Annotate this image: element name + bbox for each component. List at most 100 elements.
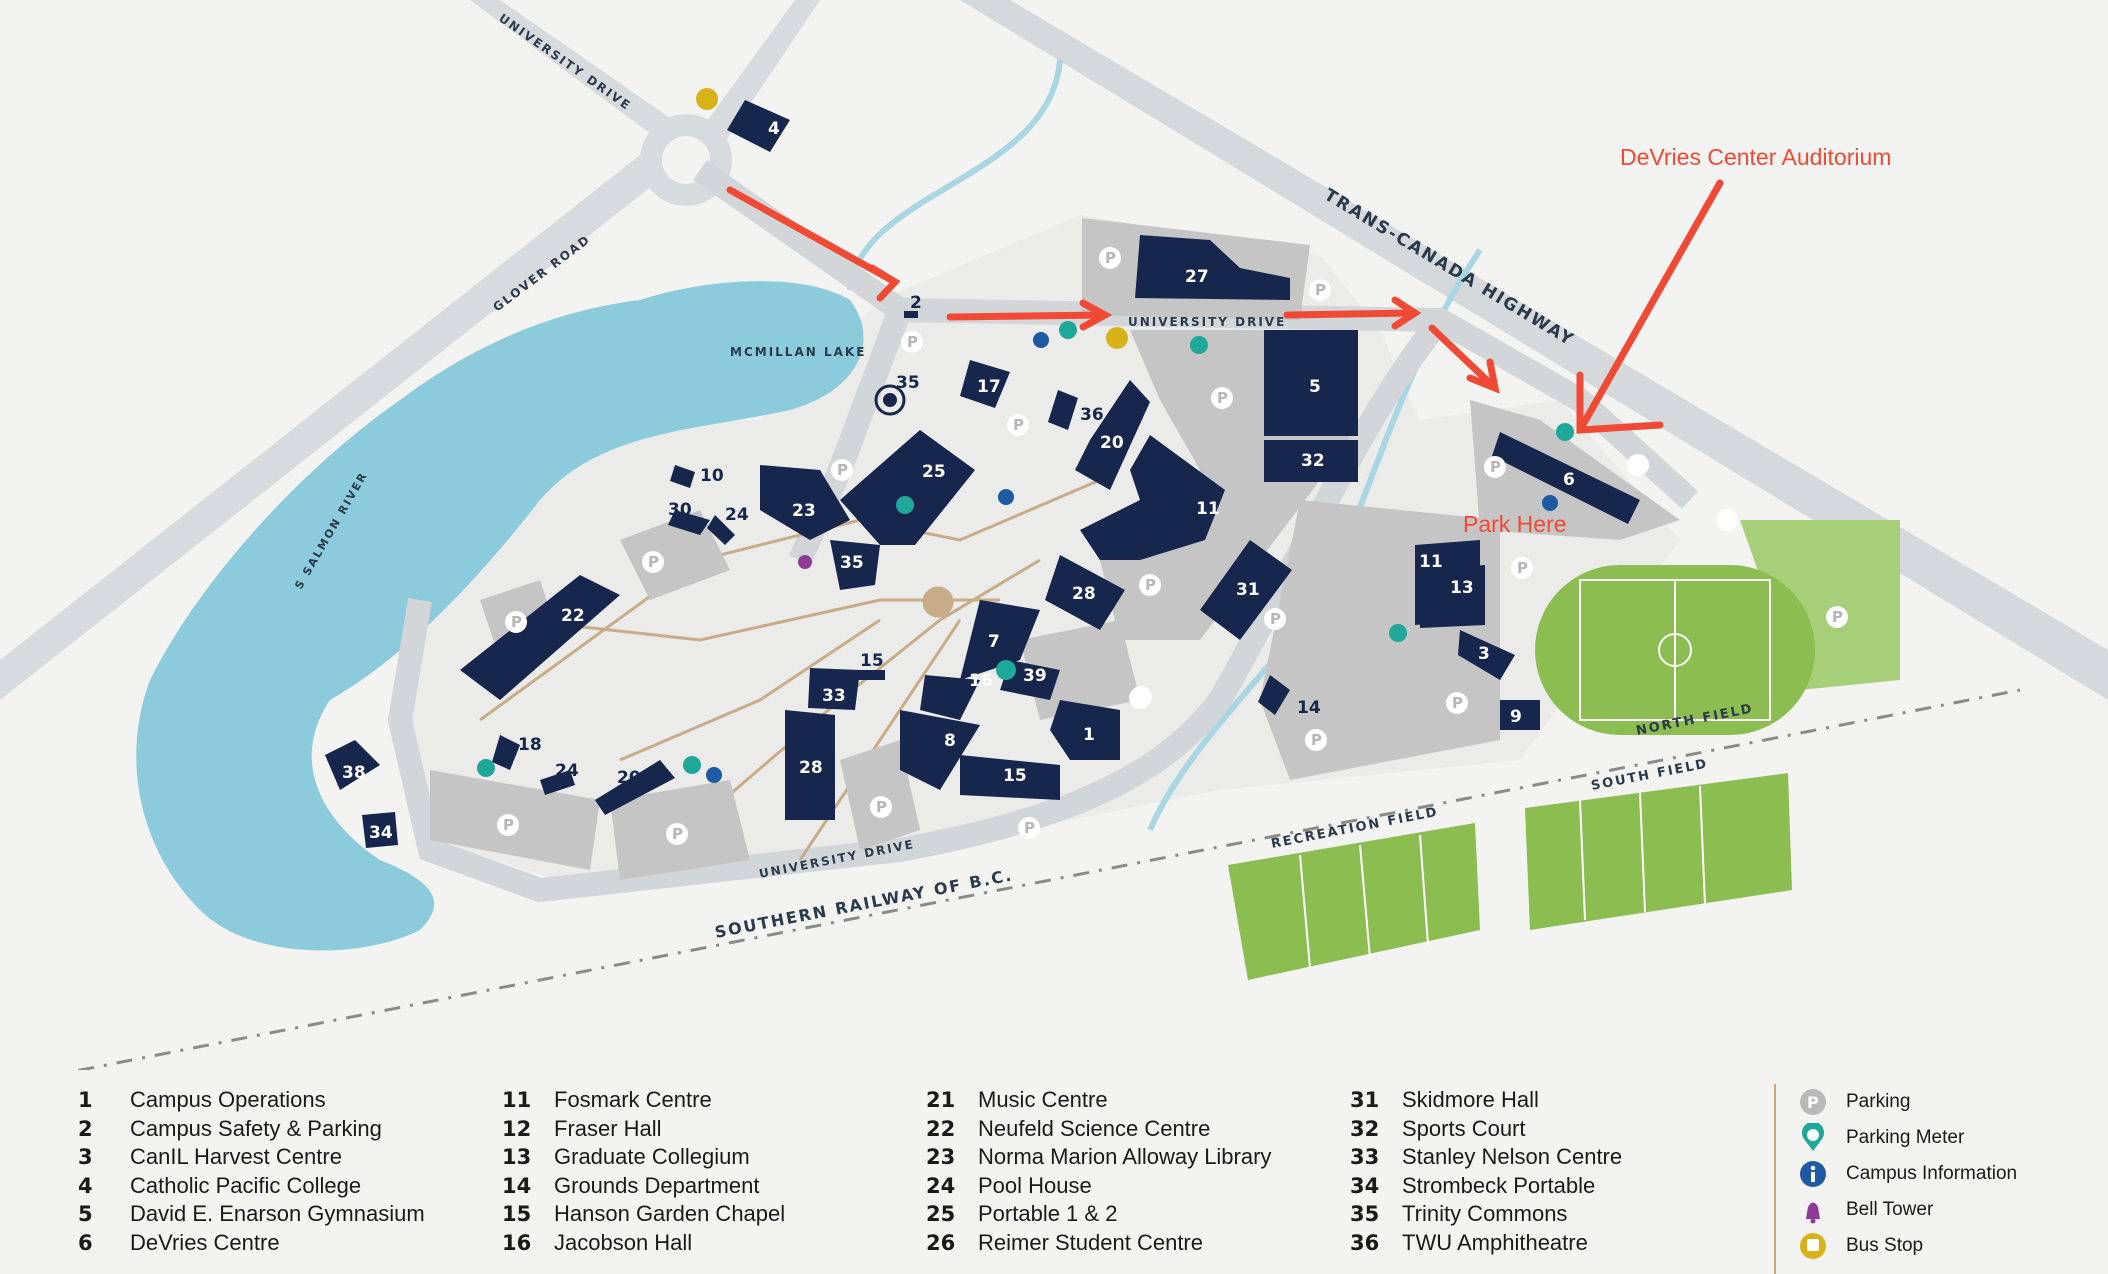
- building-30: [668, 510, 710, 535]
- building-35: [830, 540, 880, 590]
- building-label: 9: [1510, 707, 1522, 727]
- building-label: 36: [1080, 405, 1104, 425]
- river: [847, 59, 1063, 291]
- building-label: 1: [1083, 725, 1095, 745]
- key-item: P Parking: [1798, 1084, 2017, 1120]
- auditorium-annotation: DeVries Center Auditorium: [1620, 144, 1891, 170]
- key-item: Parking Meter: [1798, 1120, 2017, 1156]
- building-1: [1050, 700, 1120, 760]
- building-label: 14: [1297, 698, 1321, 718]
- building-27: [1135, 235, 1290, 300]
- svg-text:P: P: [503, 816, 514, 834]
- university-drive-label: UNIVERSITY DRIVE: [1128, 315, 1286, 329]
- building-15: [855, 670, 885, 680]
- mcmillan-lake: [136, 281, 864, 951]
- building-label: 39: [1023, 666, 1047, 686]
- building-16: [960, 755, 1060, 800]
- building-3: [1458, 630, 1515, 680]
- sports-fields: [1228, 520, 1900, 980]
- glover-road: [0, 0, 820, 700]
- building-label: 20: [1100, 433, 1124, 453]
- buildings: [325, 100, 1640, 848]
- building-32: [1264, 440, 1358, 482]
- building-label: 30: [668, 500, 692, 520]
- svg-text:P: P: [1807, 1093, 1819, 1112]
- building-label: 3: [1478, 644, 1490, 664]
- medical-icon: [996, 660, 1016, 680]
- building-34: [362, 812, 398, 848]
- building-label: 35: [840, 553, 864, 573]
- building-label: 28: [799, 758, 823, 778]
- key-item: Campus Information: [1798, 1156, 2017, 1192]
- svg-text:P: P: [1105, 249, 1116, 267]
- building-26: [840, 430, 975, 545]
- campus-map[interactable]: 4 2 27 5 32 6 17 36 20 11 25 23 35 10 30…: [0, 0, 2108, 1070]
- building-17: [920, 675, 980, 720]
- building-label: 15: [1003, 766, 1027, 786]
- map-key: P Parking Parking Meter Campus Informati…: [1774, 1084, 2017, 1274]
- building-6: [1492, 432, 1640, 524]
- building-label: 4: [768, 119, 780, 139]
- svg-text:P: P: [907, 333, 918, 351]
- building-label: 11: [1196, 499, 1220, 519]
- building-label: 33: [822, 686, 846, 706]
- building-13: [1420, 565, 1485, 628]
- svg-text:P: P: [1832, 608, 1843, 626]
- svg-text:P: P: [1013, 416, 1024, 434]
- building-label: 2: [910, 293, 922, 313]
- building-20: [1075, 380, 1150, 490]
- building-37: [1048, 390, 1078, 430]
- building-label: 22: [561, 606, 585, 626]
- campus-information-icon: [1800, 1161, 1826, 1187]
- building-label: 28: [1072, 584, 1096, 604]
- parking-markers: P P P P P P P P P P P P P P P P P P P P …: [497, 247, 1848, 845]
- svg-text:P: P: [511, 613, 522, 631]
- building-label: 8: [944, 731, 956, 751]
- building-label: 7: [988, 632, 1000, 652]
- building-2: [904, 311, 918, 318]
- building-label: 27: [1185, 267, 1209, 287]
- building-label: 6: [1563, 470, 1575, 490]
- building-14: [1258, 675, 1290, 715]
- svg-text:P: P: [1217, 389, 1228, 407]
- building-19: [960, 360, 1010, 408]
- building-label: 32: [1301, 451, 1325, 471]
- svg-text:P: P: [672, 825, 683, 843]
- svg-text:P: P: [1517, 559, 1528, 577]
- svg-text:P: P: [837, 461, 848, 479]
- building-label: 35: [896, 373, 920, 393]
- building-7: [960, 600, 1040, 680]
- building-label: 13: [1450, 578, 1474, 598]
- building-label: 38: [342, 763, 366, 783]
- building-label: 18: [518, 735, 542, 755]
- bell-tower-icon: [798, 555, 812, 569]
- building-18: [492, 735, 520, 770]
- bell-tower-icon: [1806, 1202, 1820, 1224]
- building-9: [1500, 700, 1540, 730]
- bus-stop-icon: [696, 88, 1128, 349]
- building-10: [670, 465, 695, 488]
- building-label: 24: [555, 761, 579, 781]
- building-label: 16: [969, 671, 993, 691]
- svg-text:P: P: [1452, 694, 1463, 712]
- building-label: 10: [700, 466, 724, 486]
- south-field: [1525, 773, 1792, 930]
- svg-text:P: P: [1490, 458, 1501, 476]
- building-25: [540, 770, 575, 795]
